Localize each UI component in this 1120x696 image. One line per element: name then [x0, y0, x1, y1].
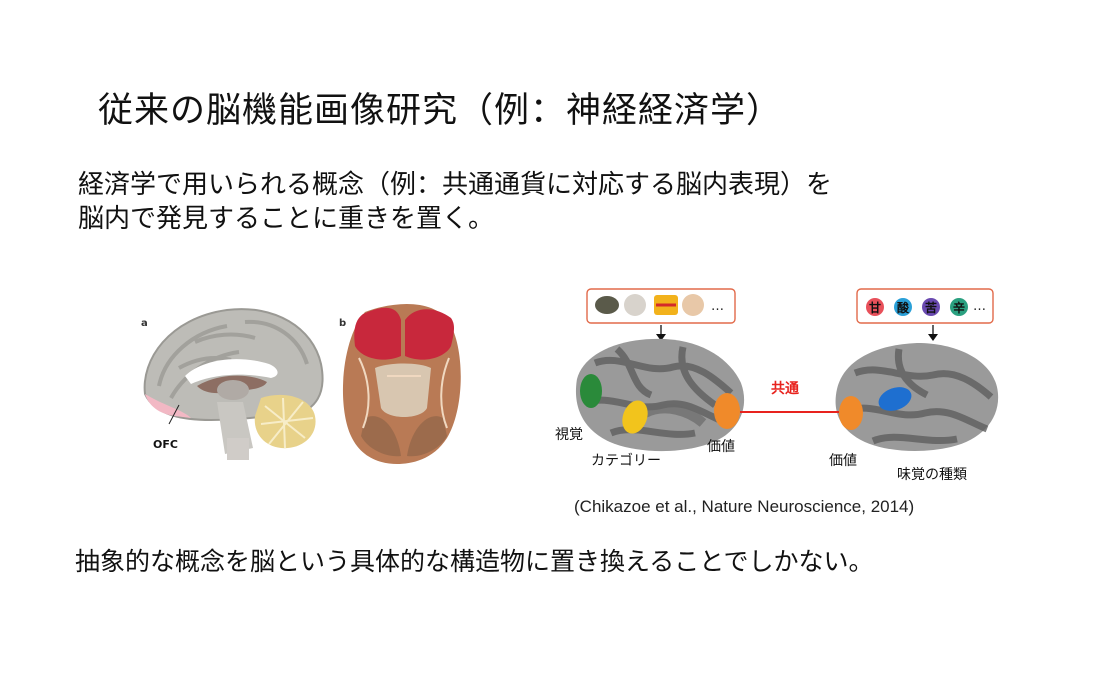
common-label: 共通 [771, 380, 799, 397]
ofc-label: OFC [153, 438, 178, 451]
arrow-down-icon [656, 334, 666, 341]
brain-anatomy-figure: a b OFC [141, 303, 461, 464]
turtle-icon [595, 296, 619, 314]
ellipsis-left: … [711, 299, 724, 314]
sweet-drop-icon [866, 298, 884, 316]
category-region-yellow [622, 400, 648, 434]
value-region-orange-right [839, 396, 863, 430]
label-value-right: 価値 [829, 453, 857, 469]
taste-spicy: 辛 [953, 300, 965, 315]
bun-icon [682, 294, 704, 316]
figurine-icon [624, 294, 646, 316]
slide-title: 従来の脳機能画像研究（例：神経経済学） [98, 91, 783, 131]
panel-b-label: b [339, 318, 346, 329]
taste-sweet: 甘 [869, 300, 881, 315]
label-value-left: 価値 [707, 439, 735, 455]
lead-line-1: 経済学で用いられる概念（例：共通通貨に対応する脳内表現）を [78, 170, 833, 200]
label-visual: 視覚 [555, 427, 583, 443]
taste-bitter: 苦 [925, 300, 937, 315]
taste-sour: 酸 [897, 300, 910, 315]
ellipsis-right: … [973, 299, 986, 314]
right-cortex-image [835, 343, 999, 451]
medial-brain-image: OFC [143, 308, 324, 460]
label-taste-type: 味覚の種類 [897, 467, 967, 483]
cortex-value-figure: … 甘 酸 苦 辛 … [555, 288, 999, 483]
bitter-drop-icon [922, 298, 940, 316]
lead-line-2: 脳内で発見することに重きを置く。 [78, 204, 495, 234]
left-cortex-image [575, 338, 745, 452]
lead-text: 経済学で用いられる概念（例：共通通貨に対応する脳内表現）を 脳内で発見することに… [78, 168, 832, 236]
sour-drop-icon [894, 298, 912, 316]
taste-region-blue [878, 387, 912, 411]
arrow-down-icon [928, 334, 938, 341]
ventral-brain-image [342, 303, 461, 464]
panel-a-label: a [141, 318, 148, 329]
label-category: カテゴリー [591, 452, 661, 469]
visual-region-green [580, 374, 602, 408]
value-region-orange-left [714, 393, 740, 429]
spicy-drop-icon [950, 298, 968, 316]
conclusion-text: 抽象的な概念を脳という具体的な構造物に置き換えることでしかない。 [75, 547, 874, 576]
citation: (Chikazoe et al., Nature Neuroscience, 2… [574, 497, 915, 516]
